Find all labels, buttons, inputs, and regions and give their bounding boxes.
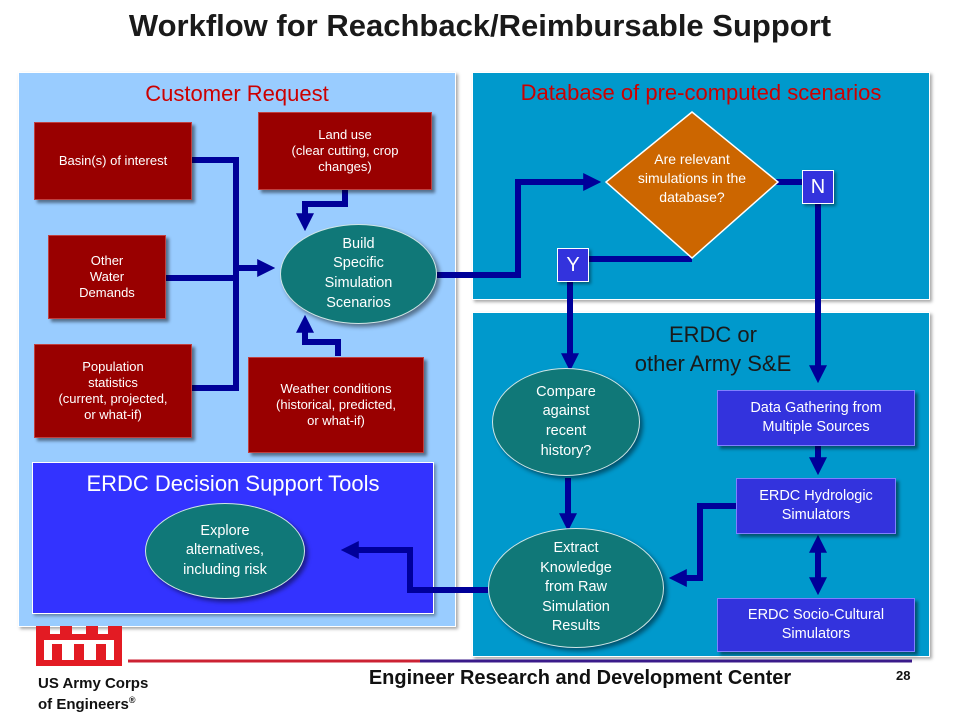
- no-label-box: N: [802, 170, 834, 204]
- data-gathering-box: Data Gathering from Multiple Sources: [717, 390, 915, 446]
- connector-population-to-build: [192, 268, 239, 391]
- page-title: Workflow for Reachback/Reimbursable Supp…: [128, 8, 832, 43]
- connector-basin-to-build: [192, 157, 276, 277]
- decision-diamond: [604, 111, 780, 260]
- population-box: Population statistics (current, projecte…: [34, 344, 192, 438]
- land-use-box: Land use (clear cutting, crop changes): [258, 112, 432, 190]
- decision-tools-title: ERDC Decision Support Tools: [86, 471, 380, 496]
- water-demands-box: Other Water Demands: [48, 235, 166, 319]
- connector-build-to-decision: [437, 173, 602, 278]
- registered-mark: ®: [128, 695, 136, 705]
- decision-label: Are relevant simulations in the database…: [637, 151, 747, 205]
- database-panel-title: Database of pre-computed scenarios: [520, 80, 882, 105]
- customer-request-title: Customer Request: [145, 81, 329, 106]
- org-name-line2: of Engineers: [38, 696, 129, 713]
- connector-extract-to-explore: [340, 541, 488, 593]
- connector-weather-to-build: [296, 314, 341, 356]
- explore-alternatives-ellipse: Explore alternatives, including risk: [145, 503, 305, 599]
- organization-name: US Army Corps of Engineers®: [38, 673, 148, 715]
- basin-box: Basin(s) of interest: [34, 122, 192, 200]
- yes-label-box: Y: [557, 248, 589, 282]
- connector-hydrologic-to-extract: [668, 503, 736, 587]
- usace-castle-logo: [36, 626, 122, 666]
- connector-landuse-to-build: [296, 190, 348, 232]
- build-scenarios-ellipse: Build Specific Simulation Scenarios: [280, 224, 437, 324]
- compare-history-ellipse: Compare against recent history?: [492, 368, 640, 476]
- weather-box: Weather conditions (historical, predicte…: [248, 357, 424, 453]
- org-name-line1: US Army Corps: [38, 675, 149, 692]
- page-number: 28: [896, 668, 911, 683]
- erdc-army-panel-title: ERDC or other Army S&E: [634, 322, 792, 376]
- socio-cultural-simulators-box: ERDC Socio-Cultural Simulators: [717, 598, 915, 652]
- extract-knowledge-ellipse: Extract Knowledge from Raw Simulation Re…: [488, 528, 664, 648]
- hydrologic-simulators-box: ERDC Hydrologic Simulators: [736, 478, 896, 534]
- connector-decision-no: [768, 179, 827, 384]
- footer-center-text: Engineer Research and Development Center: [368, 667, 792, 689]
